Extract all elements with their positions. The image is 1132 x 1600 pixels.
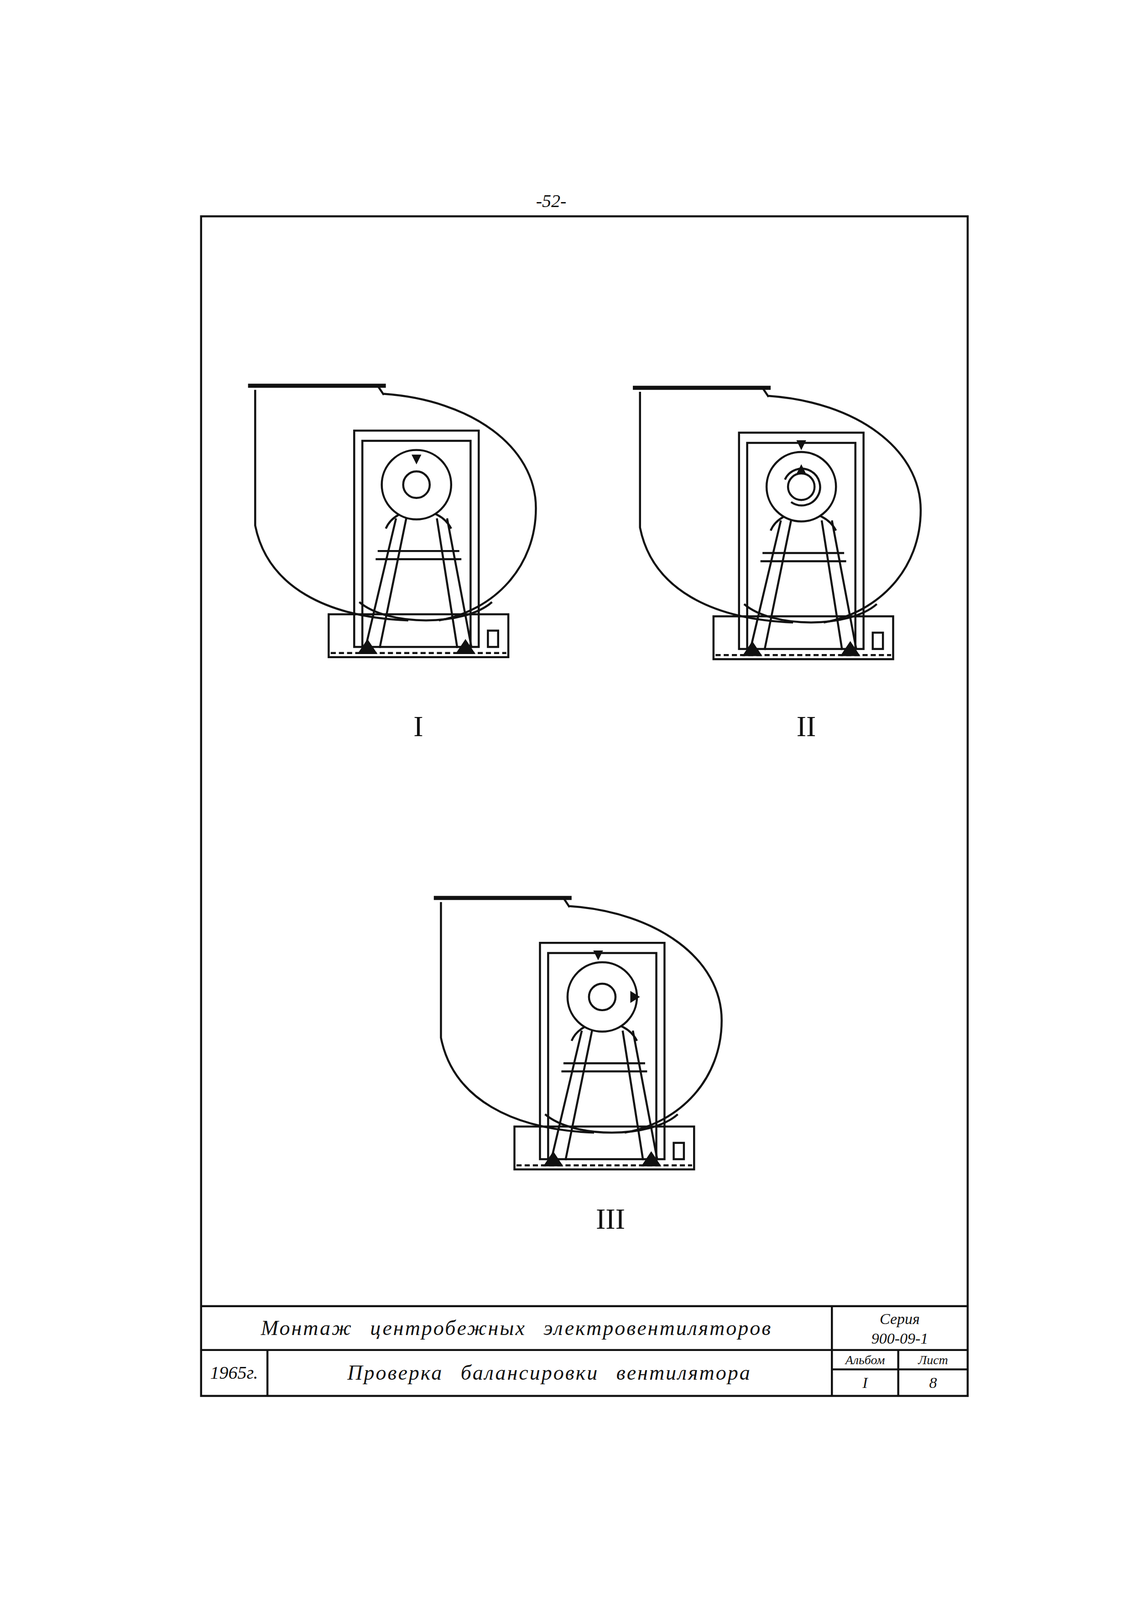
album-label: Альбом [845,1353,886,1368]
sheet-number: 8 [929,1374,938,1392]
series-label: Серия [879,1310,920,1328]
view-number: III [595,1203,626,1236]
year: 1965г. [209,1363,258,1384]
view-number: I [413,710,423,743]
album-number: I [862,1374,868,1392]
fan-view-3 [433,898,722,1170]
title-block-lines [201,1306,968,1397]
sheet-label: Лист [918,1353,949,1368]
sheet-subtitle: Проверка балансировки вентилятора [347,1361,752,1386]
fan-view-1 [248,386,537,658]
sheet-title: Монтаж центробежных электровентиляторов [260,1317,773,1341]
fan-view-2 [632,387,921,660]
series-number: 900-09-1 [871,1330,929,1348]
page-number: -52- [536,191,567,212]
view-number: II [796,710,817,743]
